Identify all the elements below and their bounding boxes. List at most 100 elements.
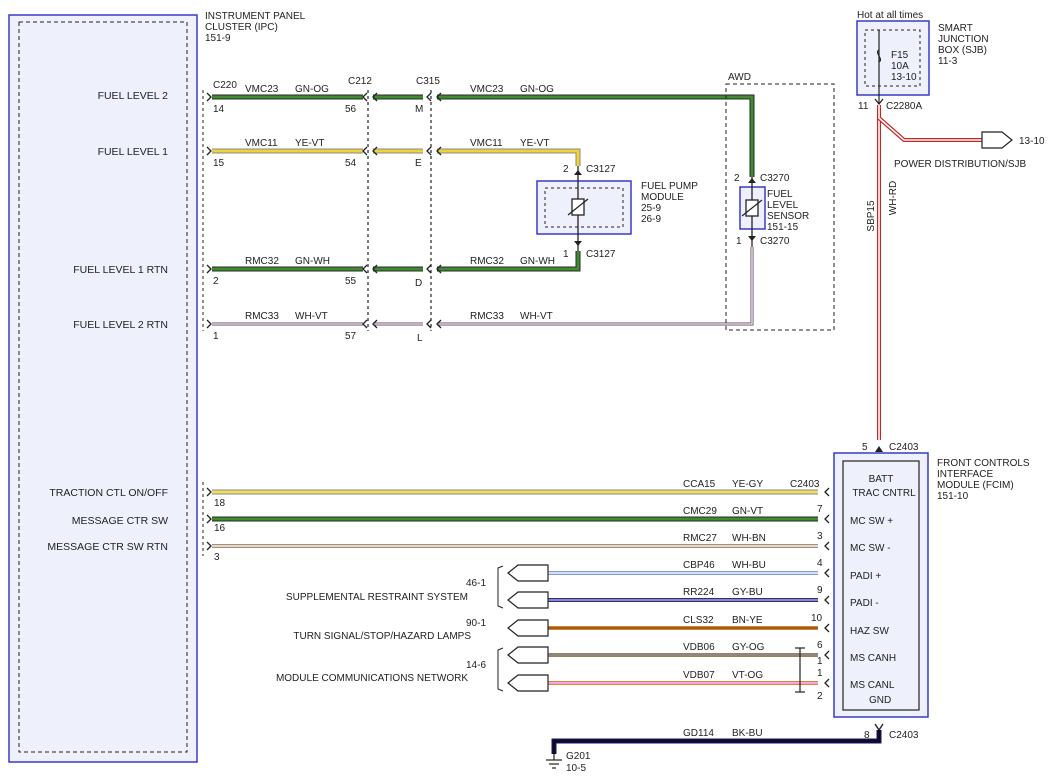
wire-label-rmc33-b: RMC33 <box>470 311 504 322</box>
wire-color-rmc33-b: WH-VT <box>520 311 553 322</box>
sjb-hot-label: Hot at all times <box>857 10 923 21</box>
wire-label-vmc23-b: VMC23 <box>470 84 504 95</box>
c315-pin-m: M <box>415 104 423 115</box>
fuel-pump-ref-2: 26-9 <box>641 214 661 225</box>
wire-vmc23 <box>212 94 755 177</box>
ipc-pin-label-fl2: FUEL LEVEL 2 <box>98 90 169 102</box>
c315-pin-d: D <box>415 278 422 289</box>
fcim-canh: MS CANH <box>850 653 896 664</box>
fuel-pump-module: FUEL PUMP MODULE 25-9 26-9 2 C3127 1 C31… <box>536 164 698 260</box>
can-twisted-pair-icon <box>795 647 805 693</box>
power-dist-label: POWER DISTRIBUTION/SJB <box>894 159 1027 170</box>
wire-label-rmc33-a: RMC33 <box>245 311 279 322</box>
ground-name: G201 <box>566 751 591 762</box>
fcim-mcsw-plus: MC SW + <box>850 516 893 527</box>
awd-label: AWD <box>728 72 751 83</box>
fuel-pump-conn-top: C3127 <box>586 164 616 175</box>
connector-chevrons <box>206 92 442 329</box>
system-brackets <box>497 565 504 692</box>
fcim-padi-minus: PADI - <box>850 598 879 609</box>
wire-rmc32 <box>212 251 581 272</box>
wire-sbp15 <box>877 105 982 440</box>
wire-label-rmc32-b: RMC32 <box>470 256 504 267</box>
wire-label-vmc11-a: VMC11 <box>245 138 278 149</box>
connector-c2403-trac: C2403 <box>790 479 820 490</box>
srs-arrow-icon-2 <box>507 591 549 609</box>
fcim-title-3: MODULE (FCIM) <box>937 480 1014 491</box>
fcim-pin-7: 7 <box>817 504 823 515</box>
wire-color-cmc29: GN-VT <box>732 506 763 517</box>
fuel-sensor-conn-bot: C3270 <box>760 236 790 247</box>
ipc-pin-14: 14 <box>213 104 225 115</box>
sbp15-color: WH-RD <box>888 181 899 215</box>
fuel-sensor-title-1: FUEL <box>767 189 793 200</box>
wire-color-cbp46: WH-BU <box>732 560 766 571</box>
fcim-canl: MS CANL <box>850 680 895 691</box>
ipc-pin-label-msw: MESSAGE CTR SW <box>72 515 168 527</box>
ipc-title-1: INSTRUMENT PANEL <box>205 11 306 22</box>
fuel-sensor-pin-bot: 1 <box>736 236 742 247</box>
fcim-pin-10: 10 <box>811 613 823 624</box>
fcim-gnd: GND <box>869 695 891 706</box>
ipc-pin-16: 16 <box>214 523 226 534</box>
fcim-top-pin: 5 <box>862 442 868 453</box>
fuel-level-sensor: FUEL LEVEL SENSOR 151-15 2 C3270 1 C3270 <box>734 173 809 247</box>
wire-label-cmc29: CMC29 <box>683 506 717 517</box>
fuse-icon <box>876 49 882 63</box>
sjb-fuse-name: F15 <box>891 50 909 61</box>
wire-color-rmc27: WH-BN <box>732 533 766 544</box>
fcim-batt: BATT <box>869 474 894 485</box>
connector-c315: C315 <box>416 76 440 87</box>
sjb-title-2: JUNCTION <box>938 34 989 45</box>
srs-arrow-icon-1 <box>507 564 549 582</box>
fuel-pump-conn-bot: C3127 <box>586 249 616 260</box>
ground-ref: 10-5 <box>566 763 586 774</box>
wire-label-rr224: RR224 <box>683 587 715 598</box>
wire-gd114 <box>551 730 882 754</box>
fcim-title-1: FRONT CONTROLS <box>937 458 1030 469</box>
ipc-ref: 151-9 <box>205 33 231 44</box>
fcim-padi-plus: PADI + <box>850 571 881 582</box>
wire-color-vdb06: GY-OG <box>732 642 765 653</box>
fcim-bot-pin: 8 <box>864 730 870 741</box>
c212-pin-54: 54 <box>345 158 357 169</box>
ipc-pin-label-mswrtn: MESSAGE CTR SW RTN <box>47 541 168 553</box>
wire-color-cls32: BN-YE <box>732 615 763 626</box>
fcim-pin-b2: 2 <box>817 691 823 702</box>
ipc-pin-18: 18 <box>214 498 226 509</box>
wire-color-rr224: GY-BU <box>732 587 763 598</box>
fuel-pump-pin-bot: 1 <box>563 249 569 260</box>
fuel-sensor-ref: 151-15 <box>767 222 799 233</box>
wire-label-vmc11-b: VMC11 <box>470 138 503 149</box>
fcim-title-2: INTERFACE <box>937 469 993 480</box>
c315-pin-l: L <box>417 333 423 344</box>
wire-color-gd114: BK-BU <box>732 728 763 739</box>
offpage-arrows <box>507 564 549 692</box>
wire-label-cbp46: CBP46 <box>683 560 715 571</box>
ipc-pin-2: 2 <box>213 276 219 287</box>
fcim-mcsw-minus: MC SW - <box>850 543 891 554</box>
connector-c212: C212 <box>348 76 372 87</box>
srs-label: SUPPLEMENTAL RESTRAINT SYSTEM <box>286 592 468 603</box>
fcim-ref: 151-10 <box>937 491 969 502</box>
c315-pin-e: E <box>415 158 422 169</box>
sjb-fuse-ref: 13-10 <box>891 72 917 83</box>
wire-color-vmc11-a: YE-VT <box>295 138 324 149</box>
mcn-arrow-icon-1 <box>507 646 549 664</box>
fuel-sensor-title-2: LEVEL <box>767 200 799 211</box>
sjb-module: Hot at all times F15 10A 13-10 SMART JUN… <box>856 10 989 112</box>
sjb-title-3: BOX (SJB) <box>938 45 987 56</box>
sjb-fuse-rating: 10A <box>891 61 909 72</box>
fuel-pump-title-2: MODULE <box>641 192 684 203</box>
fcim-module: BATT TRAC CNTRL MC SW + MC SW - PADI + P… <box>833 442 1030 741</box>
wire-color-rmc32-b: GN-WH <box>520 256 555 267</box>
wire-label-vmc23-a: VMC23 <box>245 84 279 95</box>
ipc-module: INSTRUMENT PANEL CLUSTER (IPC) 151-9 <box>8 11 306 763</box>
connector-c220: C220 <box>213 80 237 91</box>
fcim-pin-1: 1 <box>817 668 823 679</box>
c212-pin-55: 55 <box>345 276 357 287</box>
fcim-bot-conn: C2403 <box>889 730 919 741</box>
ipc-pin-1: 1 <box>213 331 219 342</box>
sbp15-circuit: SBP15 <box>866 200 877 232</box>
